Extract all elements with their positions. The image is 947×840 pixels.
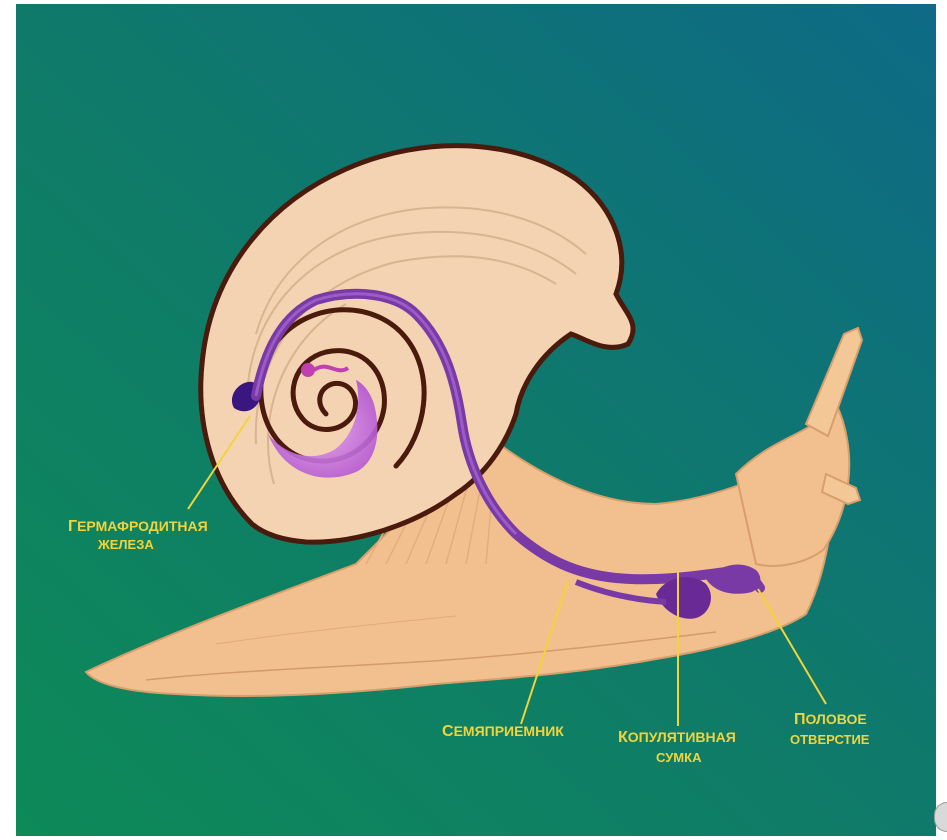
- label-genital-opening-line2: отверстие: [790, 732, 870, 747]
- gland-dot: [301, 363, 315, 377]
- label-copulatory-bursa-line2: сумка: [656, 750, 702, 765]
- snail-anatomy-diagram: Гермафродитная железа Семяприемник Копул…: [16, 4, 936, 836]
- label-hermaphrodite-gland-line2: железа: [97, 537, 154, 552]
- label-hermaphrodite-gland-line1: Гермафродитная: [68, 518, 208, 535]
- label-genital-opening-line1: Половое: [794, 711, 867, 728]
- label-copulatory-bursa-line1: Копулятивная: [618, 729, 736, 746]
- label-seminal-receptacle: Семяприемник: [442, 723, 564, 740]
- slide-frame: Гермафродитная железа Семяприемник Копул…: [16, 4, 936, 836]
